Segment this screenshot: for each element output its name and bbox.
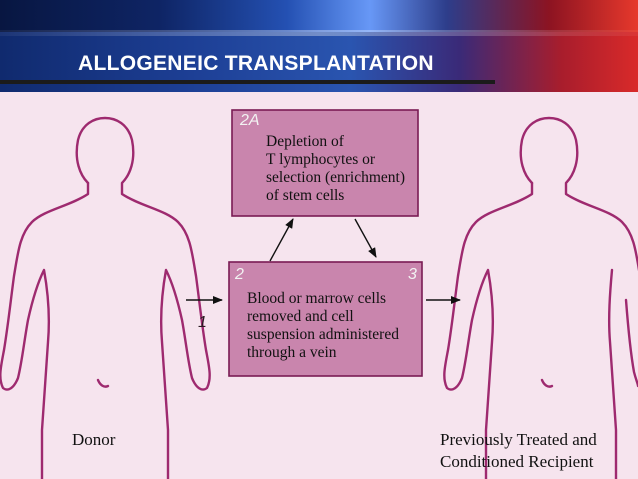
box-2a-line: T lymphocytes or [266, 151, 376, 168]
box-2a-line: Depletion of [266, 133, 344, 150]
recipient-label-line-2: Conditioned Recipient [440, 452, 594, 471]
arrow-down-from-2a [354, 218, 377, 258]
step-2a-label: 2A [240, 112, 260, 129]
donor-label: Donor [72, 430, 116, 449]
box-2 [228, 261, 423, 377]
box-2a-line: of stem cells [266, 187, 345, 204]
slide-title: ALLOGENEIC TRANSPLANTATION [78, 52, 434, 75]
step-3-label: 3 [408, 266, 417, 283]
box-2-line: Blood or marrow cells [247, 290, 387, 307]
step-1-label: 1 [198, 314, 207, 331]
box-2-line: suspension administered [247, 326, 399, 343]
recipient-figure [443, 116, 638, 479]
box-2a [231, 109, 419, 217]
box-2-line: through a vein [247, 344, 337, 361]
arrow-up-to-2a [269, 218, 294, 262]
donor-figure [0, 116, 211, 479]
title-banner: ALLOGENEIC TRANSPLANTATION [0, 0, 638, 92]
recipient-label-line-1: Previously Treated and [440, 430, 597, 449]
box-2a-line: selection (enrichment) [266, 169, 406, 186]
title-underline [0, 80, 495, 84]
step-2-label: 2 [235, 266, 244, 283]
box-2-line: removed and cell [247, 308, 354, 325]
